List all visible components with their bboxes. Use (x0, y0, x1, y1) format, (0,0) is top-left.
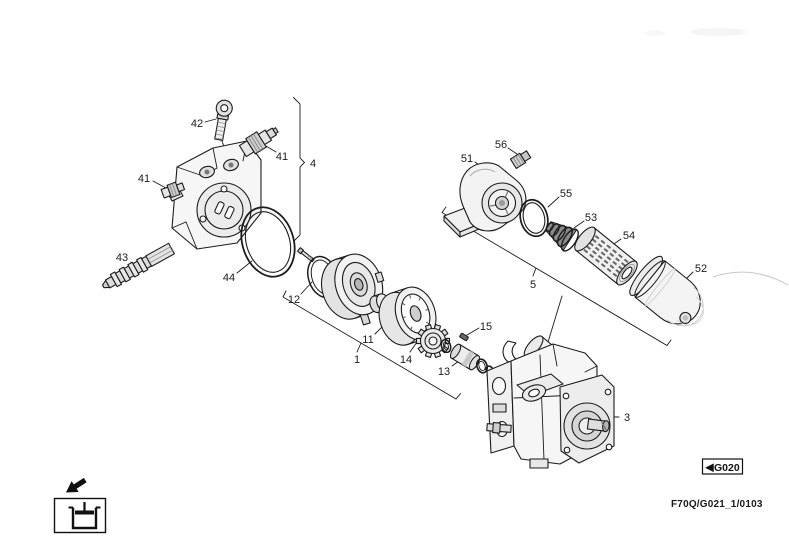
control-valve-block (165, 140, 262, 250)
part-label-3[interactable]: 3 (624, 412, 630, 424)
stray-line (712, 271, 789, 286)
part-label-4[interactable]: 4 (310, 158, 316, 170)
filter-canister-52 (629, 255, 704, 327)
part-label-12[interactable]: 12 (288, 294, 300, 306)
part-label-43[interactable]: 43 (116, 252, 128, 264)
set-pin-15 (459, 332, 469, 342)
leader-53 (573, 220, 585, 229)
part-label-53[interactable]: 53 (585, 212, 597, 224)
part-label-56[interactable]: 56 (495, 139, 507, 151)
document-code: F70Q/G021_1/0103 (671, 499, 763, 510)
leader-14 (409, 341, 418, 353)
back-pointer-icon: ◀ (705, 462, 715, 474)
part-label-11[interactable]: 11 (362, 334, 373, 346)
leader-41-top (265, 145, 277, 153)
part-label-15[interactable]: 15 (480, 321, 492, 333)
filter-element-54 (574, 226, 638, 286)
part-label-41-left[interactable]: 41 (138, 173, 150, 185)
spring-cone-53 (544, 221, 579, 252)
part-label-1[interactable]: 1 (354, 354, 360, 366)
piston-icon (68, 502, 101, 530)
bracket-5 (441, 206, 672, 347)
scan-artifact (645, 28, 746, 36)
part-label-42[interactable]: 42 (191, 118, 203, 130)
leader-55 (547, 196, 560, 208)
piston-plug-set-13 (440, 338, 496, 379)
valve-fitting-41-left (160, 181, 186, 199)
part-label-41-top[interactable]: 41 (276, 151, 288, 163)
swash-retainer-11 (321, 253, 385, 326)
leader-56 (507, 147, 518, 155)
bracket-1 (282, 290, 461, 400)
part-label-54[interactable]: 54 (623, 230, 635, 242)
part-label-14[interactable]: 14 (400, 354, 412, 366)
part-labels: 42 41 41 4 43 44 12 11 1 14 13 15 56 51 … (116, 118, 707, 424)
nav-ref-g020[interactable]: ◀ G020 (701, 458, 744, 475)
o-ring-55 (519, 198, 549, 238)
o-ring-44 (240, 206, 296, 278)
bolt-42 (214, 99, 233, 141)
part-label-55[interactable]: 55 (560, 188, 572, 200)
mount-bracket-51 (443, 162, 527, 238)
part-label-5[interactable]: 5 (530, 279, 536, 291)
part-label-51[interactable]: 51 (461, 153, 473, 165)
cylinder-barrel-14 (378, 286, 437, 346)
leader-42 (204, 118, 217, 123)
plug-56 (509, 150, 532, 169)
drive-shaft-43 (101, 242, 175, 289)
valve-cartridge-41-top (238, 127, 279, 158)
gear-14 (415, 323, 451, 359)
part-label-13[interactable]: 13 (438, 366, 450, 378)
leader-41-left (152, 180, 167, 189)
nav-ref-code: G020 (714, 462, 740, 474)
leader-15 (466, 327, 480, 336)
pin-bolt (297, 247, 315, 263)
bracket-4 (293, 97, 306, 242)
part-label-44[interactable]: 44 (223, 272, 235, 284)
hydraulic-pump-3 (486, 335, 615, 469)
part-label-52[interactable]: 52 (695, 263, 707, 275)
direction-arrow-icon (65, 477, 87, 493)
pump-symbol-box (53, 497, 107, 534)
